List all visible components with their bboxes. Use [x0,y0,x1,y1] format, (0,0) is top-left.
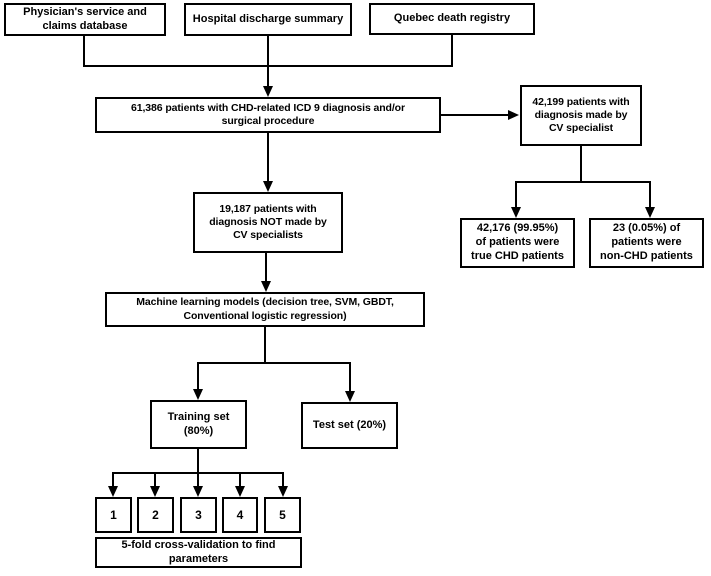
connector-cv-branch [441,110,655,218]
box-quebec-death-registry: Quebec death registry [369,3,535,35]
box-training-set: Training set (80%) [150,400,247,449]
connector-sources [83,35,453,97]
box-hospital-discharge: Hospital discharge summary [184,3,352,36]
box-not-cv-patients: 19,187 patients with diagnosis NOT made … [193,192,343,253]
connector-main-flow [193,133,355,402]
box-cross-validation: 5-fold cross-validation to find paramete… [95,537,302,568]
box-fold-1: 1 [95,497,132,533]
box-physicians-db: Physician's service and claims database [4,3,166,36]
box-fold-4: 4 [222,497,258,533]
box-cv-specialist-patients: 42,199 patients with diagnosis made by C… [520,85,642,146]
box-test-set: Test set (20%) [301,402,398,449]
connector-folds [108,449,288,497]
box-non-chd-patients: 23 (0.05%) of patients were non-CHD pati… [589,218,704,268]
box-true-chd-patients: 42,176 (99.95%) of patients were true CH… [460,218,575,268]
box-fold-2: 2 [137,497,174,533]
box-fold-5: 5 [264,497,301,533]
box-chd-icd9-patients: 61,386 patients with CHD-related ICD 9 d… [95,97,441,133]
box-fold-3: 3 [180,497,217,533]
box-ml-models: Machine learning models (decision tree, … [105,292,425,327]
